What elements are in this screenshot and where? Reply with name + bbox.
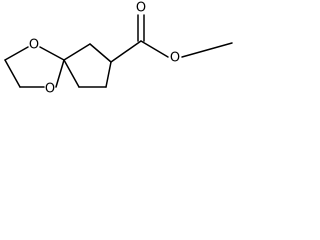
bond-ester-o-methyl xyxy=(181,42,233,58)
bond-ch2-ch-top xyxy=(89,43,112,63)
atom-o-ester: O xyxy=(170,51,180,66)
bond-carbonyl-ester-o xyxy=(140,40,169,58)
bond-o-top-spiro xyxy=(39,46,65,61)
bond-spiro-ch2-bottom xyxy=(63,59,80,88)
bond-spiro-ch2-top xyxy=(63,43,91,61)
bond-ch2-o-top xyxy=(4,46,29,61)
bond-ch2-ch-bottom xyxy=(105,61,112,88)
atom-o-ring-bottom: O xyxy=(45,82,55,97)
atom-o-ring-top: O xyxy=(29,38,39,53)
bond-ch2-ch2 xyxy=(4,59,21,88)
chemical-structure-diagram: O O O O xyxy=(4,1,233,97)
bond-o-bottom-spiro xyxy=(55,59,65,88)
bond-ring-carbonyl-carbon xyxy=(110,40,142,63)
atom-o-carbonyl: O xyxy=(136,1,146,16)
